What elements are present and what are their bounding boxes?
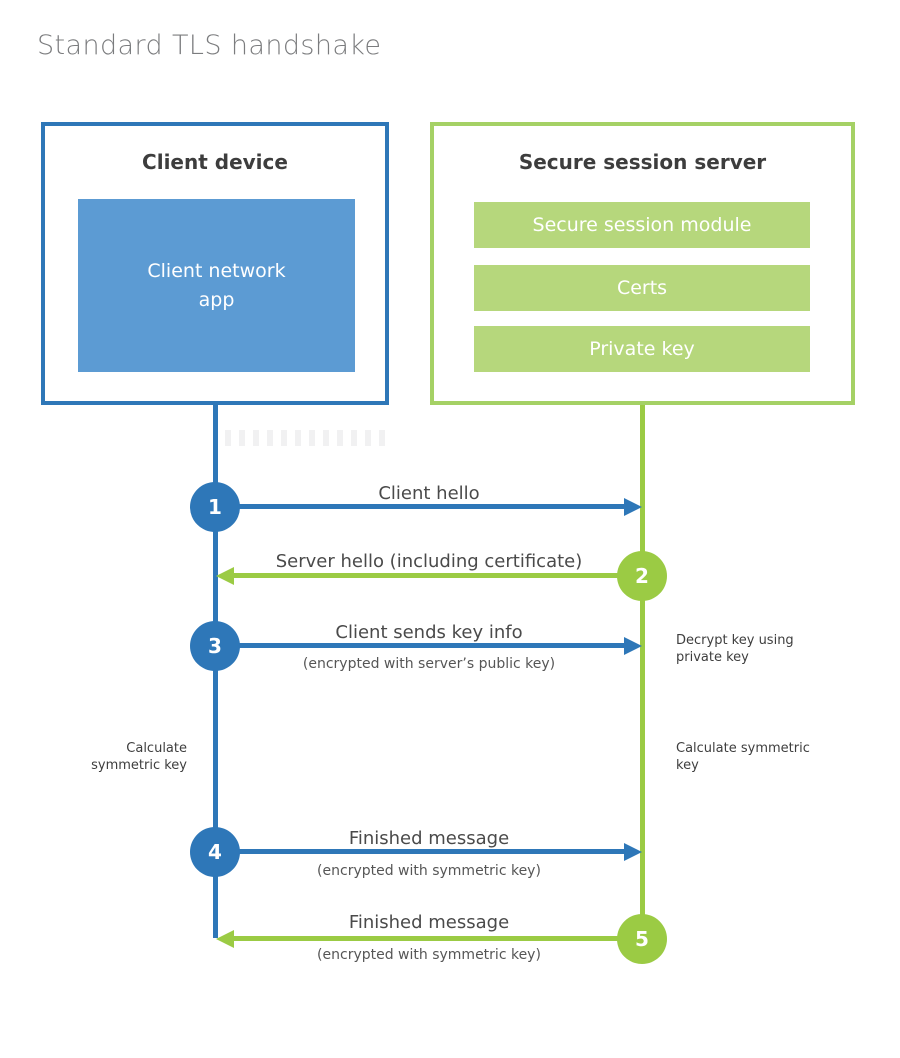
page-title: Standard TLS handshake (37, 30, 382, 61)
step4-sublabel: (encrypted with symmetric key) (317, 863, 541, 879)
note-calculate-symmetric-key-server: Calculate symmetric key (676, 741, 810, 774)
step3-arrowhead-icon (624, 637, 642, 655)
step4-arrowhead-icon (624, 843, 642, 861)
client-network-app-label: Client network app (147, 260, 286, 311)
step1-arrow-line (215, 504, 624, 509)
step2-label: Server hello (including certificate) (275, 551, 583, 572)
step5-arrow-line (234, 936, 640, 941)
server-module-private-key: Private key (474, 326, 810, 372)
server-box-title: Secure session server (518, 150, 767, 174)
step1-circle: 1 (190, 482, 240, 532)
step3-sublabel: (encrypted with server’s public key) (302, 656, 556, 672)
step1-arrowhead-icon (624, 498, 642, 516)
step4-label: Finished message (348, 828, 510, 849)
client-lifeline (213, 405, 218, 938)
step5-circle: 5 (617, 914, 667, 964)
client-network-app-box: Client network app (78, 199, 355, 372)
note-decrypt-key: Decrypt key using private key (676, 633, 794, 666)
step3-label: Client sends key info (335, 622, 523, 643)
step3-circle: 3 (190, 621, 240, 671)
step2-arrow-line (234, 573, 640, 578)
client-device-title: Client device (142, 150, 288, 174)
step4-circle: 4 (190, 827, 240, 877)
step1-label: Client hello (378, 483, 480, 504)
step5-sublabel: (encrypted with symmetric key) (317, 947, 541, 963)
step3-arrow-line (215, 643, 624, 648)
step2-circle: 2 (617, 551, 667, 601)
step5-label: Finished message (348, 912, 510, 933)
step5-arrowhead-icon (216, 930, 234, 948)
server-module-secure-session: Secure session module (474, 202, 810, 248)
step4-arrow-line (215, 849, 624, 854)
step2-arrowhead-icon (216, 567, 234, 585)
faint-dash-artifact (225, 430, 390, 446)
note-calculate-symmetric-key-client: Calculate symmetric key (91, 741, 187, 774)
server-lifeline (640, 405, 645, 963)
server-module-certs: Certs (474, 265, 810, 311)
